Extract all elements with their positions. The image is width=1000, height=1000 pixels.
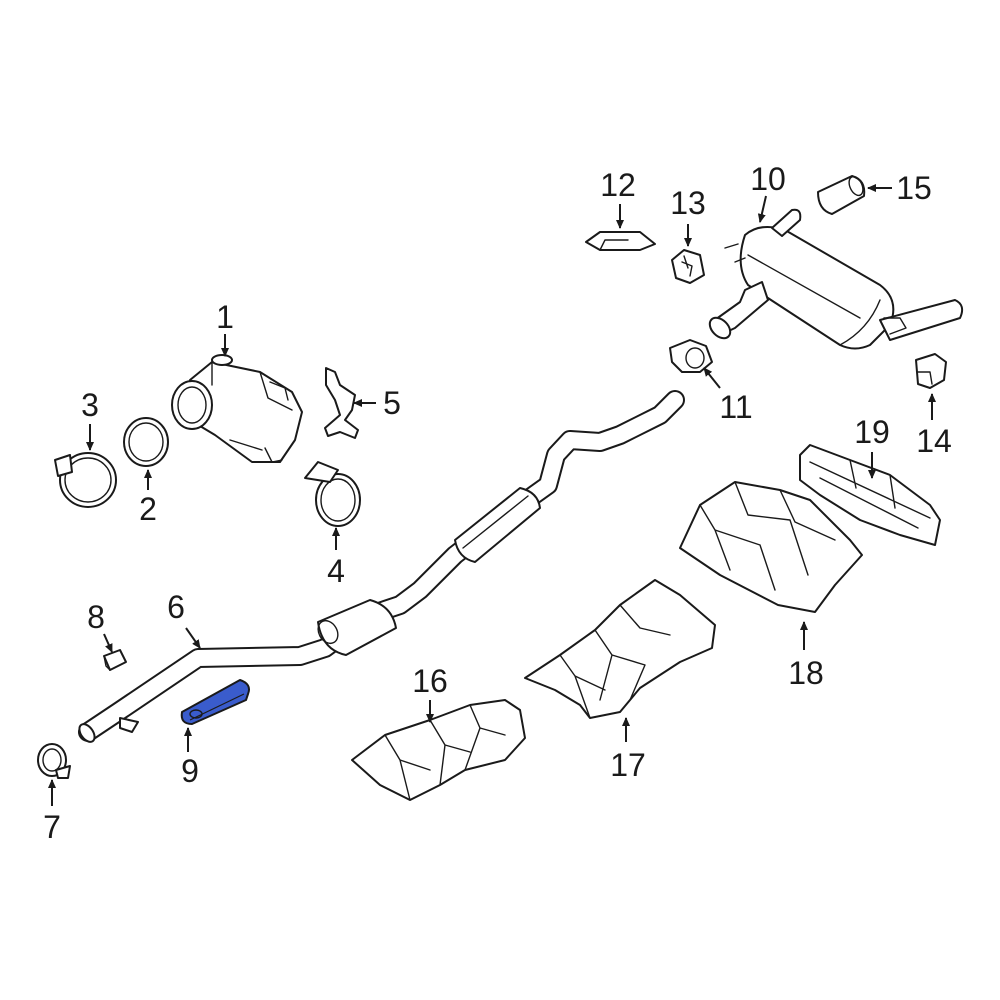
clamp-3[interactable]	[54, 452, 117, 508]
svg-text:17: 17	[610, 747, 646, 783]
callout-13: 13	[670, 185, 706, 247]
svg-text:8: 8	[87, 599, 105, 635]
svg-text:10: 10	[750, 161, 786, 197]
callout-12: 12	[600, 167, 636, 229]
svg-text:4: 4	[327, 553, 345, 589]
callout-4: 4	[327, 527, 345, 589]
mount-13[interactable]	[671, 249, 705, 284]
callout-15: 15	[867, 170, 932, 206]
exhaust-tip[interactable]	[817, 174, 866, 215]
bracket-8[interactable]	[103, 649, 127, 671]
svg-text:1: 1	[216, 299, 234, 335]
svg-text:14: 14	[916, 423, 952, 459]
bracket-12[interactable]	[585, 231, 656, 251]
svg-text:16: 16	[412, 663, 448, 699]
clamp-4[interactable]	[304, 461, 361, 527]
callout-1: 1	[216, 299, 234, 357]
svg-text:18: 18	[788, 655, 824, 691]
heat-shield-18[interactable]	[679, 481, 863, 613]
callout-3: 3	[81, 387, 99, 451]
callout-17: 17	[610, 717, 646, 783]
svg-text:19: 19	[854, 414, 890, 450]
svg-text:9: 9	[181, 753, 199, 789]
svg-text:7: 7	[43, 809, 61, 845]
bracket-9-highlighted[interactable]	[180, 679, 250, 725]
heat-shield-17[interactable]	[524, 579, 716, 719]
actuator-14[interactable]	[915, 353, 947, 389]
callout-9: 9	[181, 727, 199, 789]
callout-5: 5	[353, 385, 401, 421]
gasket[interactable]	[123, 417, 169, 467]
svg-text:11: 11	[719, 389, 752, 425]
rubber-mount-11[interactable]	[669, 339, 713, 373]
rear-muffler[interactable]	[706, 208, 964, 350]
svg-text:3: 3	[81, 387, 99, 423]
callout-7: 7	[43, 779, 61, 845]
callout-2: 2	[139, 469, 157, 527]
callout-10: 10	[750, 161, 786, 223]
callout-18: 18	[788, 621, 824, 691]
heat-shield-19[interactable]	[799, 444, 941, 546]
svg-text:13: 13	[670, 185, 706, 221]
clamp-7[interactable]	[37, 743, 71, 779]
bracket-5[interactable]	[324, 367, 359, 439]
svg-text:12: 12	[600, 167, 636, 203]
svg-text:6: 6	[167, 589, 185, 625]
callout-19: 19	[854, 414, 890, 479]
callout-11: 11	[703, 367, 753, 425]
exhaust-pipe[interactable]	[76, 390, 685, 745]
callout-6: 6	[167, 589, 201, 649]
svg-text:15: 15	[896, 170, 932, 206]
callout-8: 8	[87, 599, 113, 653]
heat-shield-16[interactable]	[351, 699, 526, 801]
svg-text:2: 2	[139, 491, 157, 527]
catalytic-converter[interactable]	[171, 354, 303, 463]
callout-14: 14	[916, 393, 952, 459]
callout-16: 16	[412, 663, 448, 723]
svg-text:5: 5	[383, 385, 401, 421]
